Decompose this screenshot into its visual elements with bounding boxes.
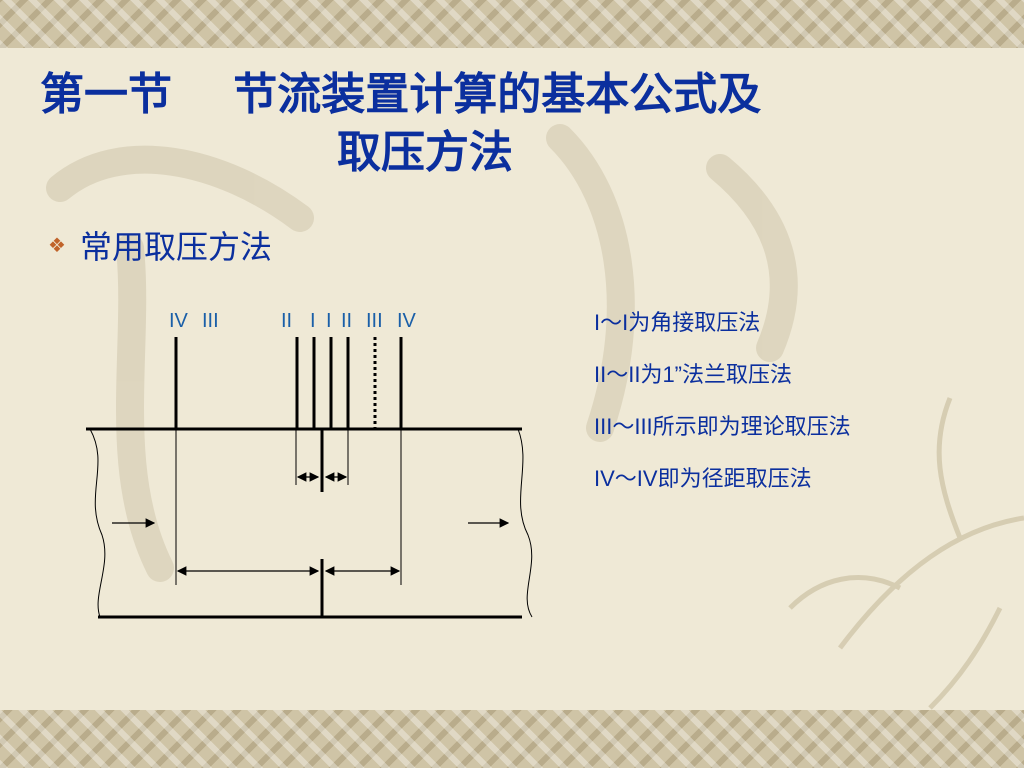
legend-item-iv: IV～IV即为径距取压法 bbox=[594, 466, 812, 491]
label-iv-left: IV bbox=[169, 310, 189, 332]
slide-title-line-1: 第一节 节流装置计算的基本公式及 bbox=[40, 69, 762, 120]
label-i-left: I bbox=[310, 310, 316, 332]
label-ii-left: II bbox=[281, 310, 292, 332]
legend-item-iii: III～III所示即为理论取压法 bbox=[594, 414, 851, 439]
label-iii-left: III bbox=[202, 310, 219, 332]
slide-title: 第一节 节流装置计算的基本公式及 取压方法 bbox=[40, 66, 990, 182]
bullet-text: 常用取压方法 bbox=[79, 228, 272, 266]
pressure-tap-diagram: IV III II I I II III IV bbox=[86, 310, 533, 619]
legend-item-i: I～I为角接取压法 bbox=[594, 310, 761, 335]
label-ii-right: II bbox=[341, 310, 352, 332]
pipe-right-break bbox=[517, 428, 533, 618]
diamond-bullet-icon: ❖ bbox=[48, 233, 66, 257]
label-iv-right: IV bbox=[397, 310, 417, 332]
legend-item-ii: II～II为1”法兰取压法 bbox=[594, 362, 793, 387]
pipe-left-break bbox=[89, 428, 106, 618]
background-calligraphy-art bbox=[46, 124, 1024, 710]
bullet-point: ❖ 常用取压方法 bbox=[48, 222, 272, 268]
bottom-decorative-band bbox=[0, 710, 1024, 768]
top-decorative-band bbox=[0, 0, 1024, 48]
legend-list: I～I为角接取压法 II～II为1”法兰取压法 III～III所示即为理论取压法… bbox=[594, 310, 851, 518]
slide-title-line-2: 取压方法 bbox=[337, 127, 513, 178]
label-i-right: I bbox=[326, 310, 332, 332]
label-iii-right: III bbox=[366, 310, 383, 332]
